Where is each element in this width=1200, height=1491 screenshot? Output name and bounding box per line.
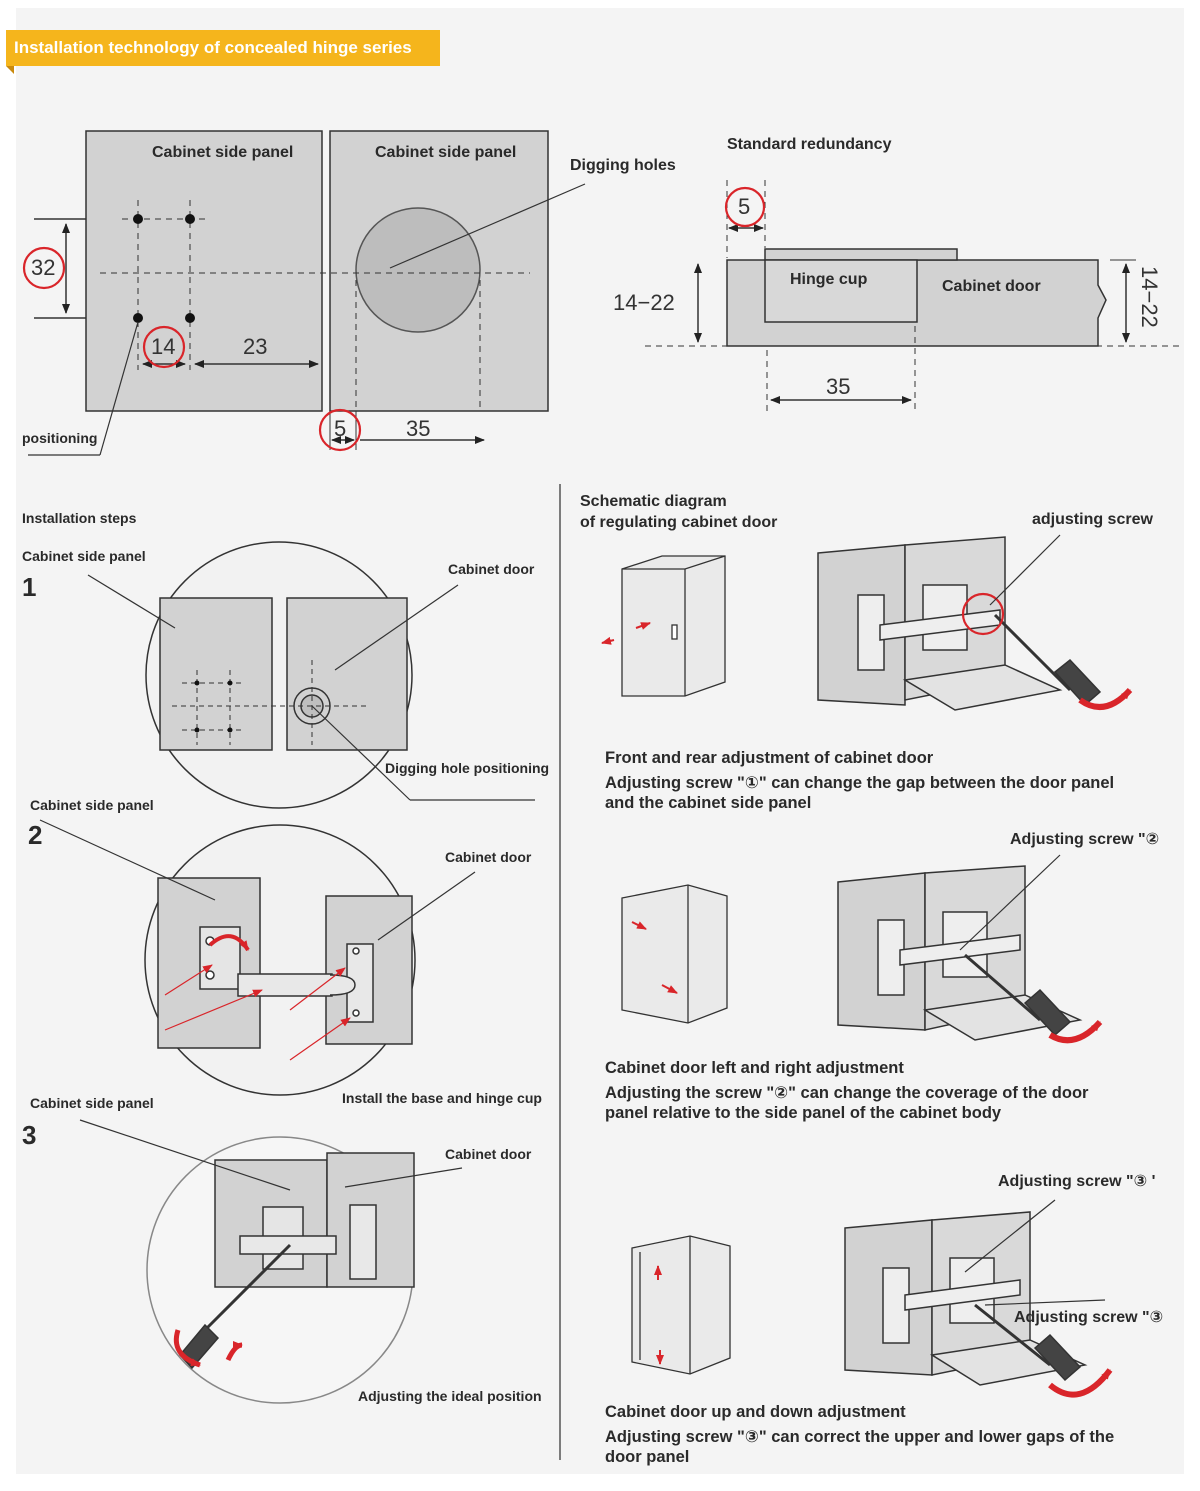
right-panel-label: Cabinet side panel: [375, 144, 517, 161]
adj3-desc-line1: Adjusting screw "③" can correct the uppe…: [605, 1428, 1115, 1446]
hinge-assembly-1: [817, 534, 1133, 711]
dim-thickness-left: 14−22: [613, 290, 675, 315]
step1-side-panel-label: Cabinet side panel: [22, 548, 146, 564]
banner-fold: [6, 66, 14, 74]
dim-thickness-right: 14−22: [1137, 266, 1162, 328]
adj3-desc-line2: door panel: [605, 1448, 690, 1466]
cabinet-door-label: Cabinet door: [942, 278, 1041, 295]
adj2-desc-line1: Adjusting the screw "②" can change the c…: [605, 1084, 1089, 1102]
adj2-screw-label: Adjusting screw "②: [1010, 831, 1160, 848]
dim-5-bottom: 5: [334, 416, 347, 441]
installation-steps-heading: Installation steps: [22, 510, 137, 526]
step3-detail: [79, 1119, 463, 1404]
dim-5-redundancy: 5: [738, 194, 751, 219]
step2-caption: Install the base and hinge cup: [342, 1090, 542, 1106]
dim-14: 14: [151, 334, 176, 359]
page-title-banner: Installation technology of concealed hin…: [6, 30, 440, 66]
cabinet-box-2: [621, 884, 728, 1024]
left-panel-label: Cabinet side panel: [152, 144, 294, 161]
hinge-assembly-3: [844, 1199, 1113, 1398]
regulating-title-line2: of regulating cabinet door: [580, 514, 778, 531]
dim-35-redundancy: 35: [826, 374, 851, 399]
step2-number: 2: [28, 820, 43, 850]
step1-door-label: Cabinet door: [448, 561, 535, 577]
redundancy-diagram: [645, 180, 1180, 412]
step3-number: 3: [22, 1120, 37, 1150]
cabinet-box-1: [601, 555, 726, 697]
digging-hole: [355, 207, 481, 333]
adj3-screw-label-top: Adjusting screw "③ ': [998, 1173, 1156, 1190]
adj2-title: Cabinet door left and right adjustment: [605, 1059, 904, 1077]
hinge-assembly-2: [837, 854, 1103, 1044]
adj2-desc-line2: panel relative to the side panel of the …: [605, 1104, 1002, 1122]
adj1-screw-label: adjusting screw: [1032, 511, 1153, 528]
adj1-desc-line1: Adjusting screw "①" can change the gap b…: [605, 774, 1115, 792]
regulating-title-line1: Schematic diagram: [580, 493, 727, 510]
cabinet-box-3: [631, 1235, 731, 1375]
step1-detail: [87, 541, 535, 809]
digging-holes-label: Digging holes: [570, 157, 676, 174]
standard-redundancy-title: Standard redundancy: [727, 136, 892, 153]
adj3-screw-label-bottom: Adjusting screw "③: [1014, 1309, 1164, 1326]
step1-caption: Digging hole positioning: [385, 760, 550, 776]
dim-23: 23: [243, 334, 268, 359]
step3-caption: Adjusting the ideal position: [358, 1388, 542, 1404]
step2-side-panel-label: Cabinet side panel: [30, 797, 154, 813]
adj1-desc-line2: and the cabinet side panel: [605, 794, 812, 812]
dim-35-bottom: 35: [406, 416, 431, 441]
step1-number: 1: [22, 572, 37, 602]
step3-side-panel-label: Cabinet side panel: [30, 1095, 154, 1111]
step2-door-label: Cabinet door: [445, 849, 532, 865]
dim-32: 32: [31, 255, 56, 280]
adj3-title: Cabinet door up and down adjustment: [605, 1403, 906, 1421]
hinge-cup-label: Hinge cup: [790, 271, 868, 288]
positioning-label: positioning: [22, 430, 98, 446]
adj1-title: Front and rear adjustment of cabinet doo…: [605, 749, 934, 767]
drilling-diagram: [22, 130, 586, 456]
step2-detail: [39, 819, 476, 1096]
step3-door-label: Cabinet door: [445, 1146, 532, 1162]
left-side-panel: [85, 130, 323, 412]
